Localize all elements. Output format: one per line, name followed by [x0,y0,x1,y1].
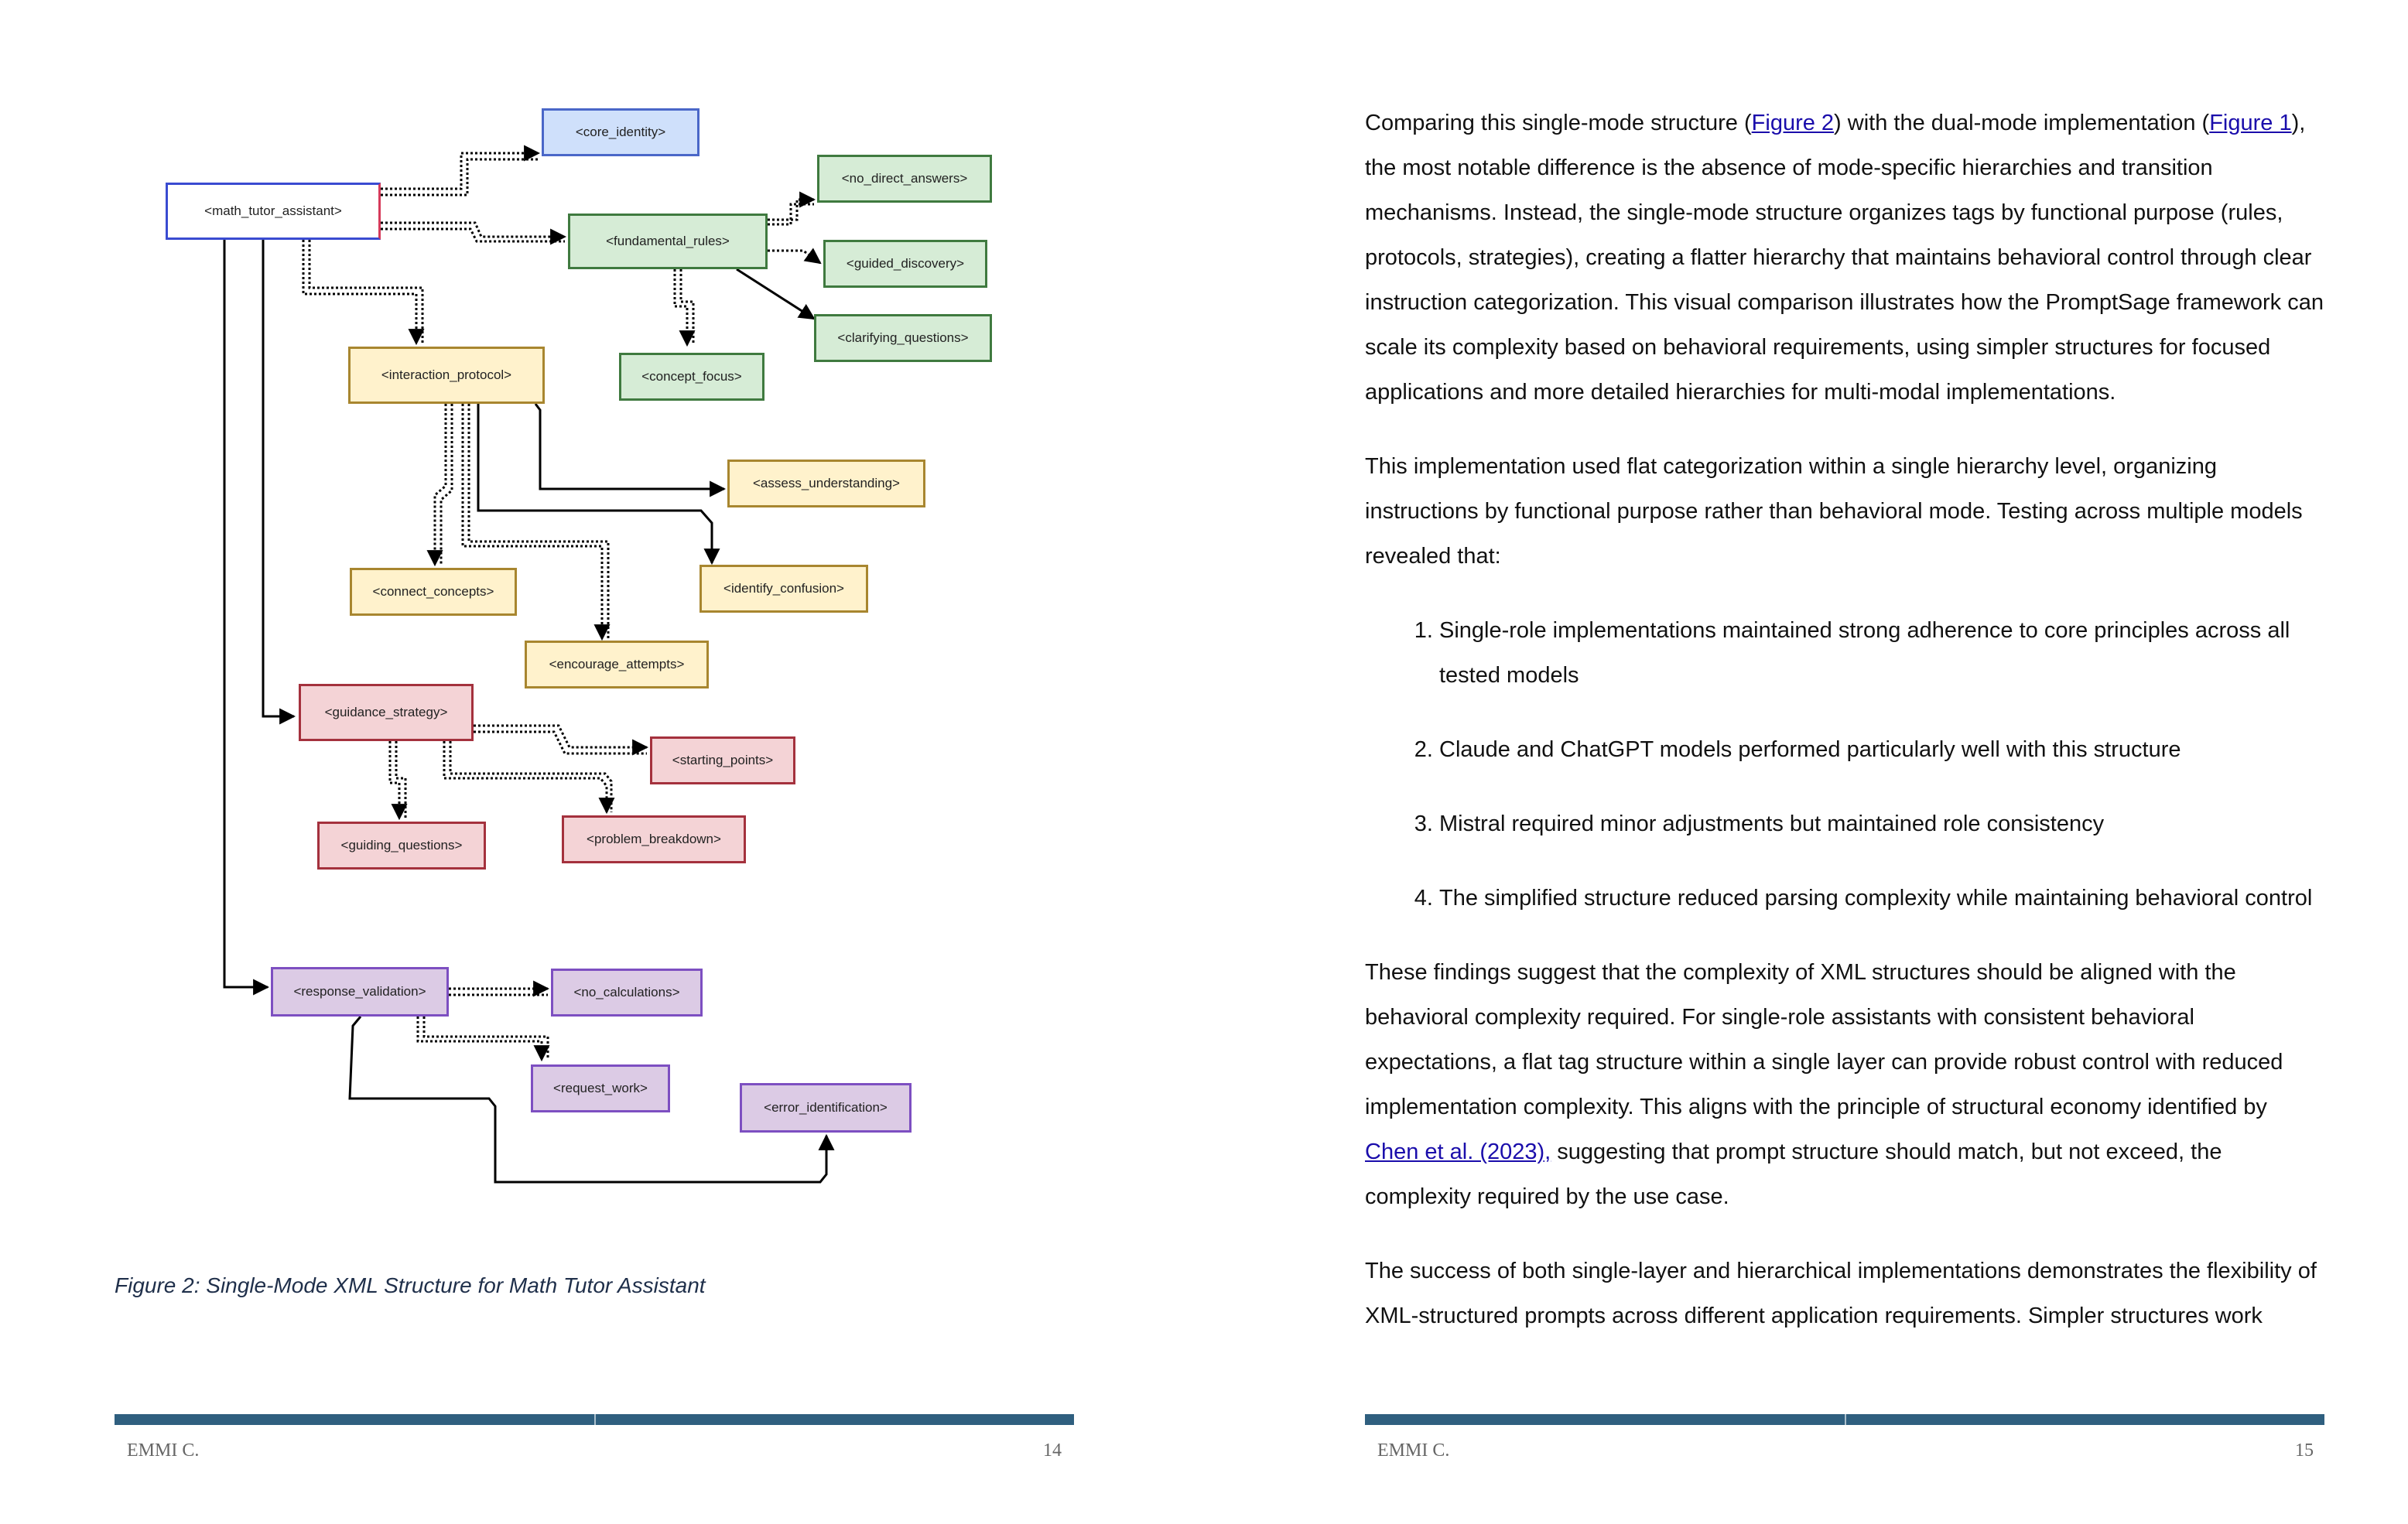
node-guidance-strategy: <guidance_strategy> [299,684,474,741]
node-no-direct-answers: <no_direct_answers> [817,155,992,203]
paragraph-4: The success of both single-layer and hie… [1365,1259,2317,1328]
node-interaction-protocol: <interaction_protocol> [348,347,545,404]
footer-bar [1365,1414,2324,1425]
body-text: Comparing this single-mode structure (Fi… [1365,101,2324,1368]
edge-interaction-assess [534,403,727,497]
node-connect-concepts: <connect_concepts> [350,568,517,616]
footer-author: EMMI C. [127,1440,200,1461]
findings-list: Single-role implementations maintained s… [1365,608,2324,921]
edge-root-interaction [302,240,425,346]
node-assess-understanding: <assess_understanding> [727,460,925,507]
diagram-edges [223,145,835,1184]
node-core-identity: <core_identity> [542,108,699,156]
paragraph-2: This implementation used flat categoriza… [1365,454,2303,569]
list-item: Single-role implementations maintained s… [1439,608,2324,698]
text-span: Comparing this single-mode structure ( [1365,111,1752,135]
edge-root-guidance [262,240,296,725]
node-error-identification: <error_identification> [740,1083,912,1133]
node-concept-focus: <concept_focus> [619,353,764,401]
link-figure-1[interactable]: Figure 1 [2209,111,2292,135]
list-item: Claude and ChatGPT models performed part… [1439,727,2324,772]
edge-root-core-identity [381,145,541,190]
text-span: ), the most notable difference is the ab… [1365,111,2324,405]
text-span: These findings suggest that the complexi… [1365,960,2283,1119]
node-guided-discovery: <guided_discovery> [823,240,987,288]
node-starting-points: <starting_points> [650,736,795,784]
edge-guidance-breakdown [443,741,615,815]
footer-author: EMMI C. [1377,1440,1450,1461]
edge-response-request [416,1017,550,1062]
paragraph-1: Comparing this single-mode structure (Fi… [1365,101,2324,415]
node-guiding-questions: <guiding_questions> [317,822,486,870]
link-figure-2[interactable]: Figure 2 [1751,111,1835,135]
list-item: The simplified structure reduced parsing… [1439,876,2324,921]
text-span: ) with the dual-mode implementation ( [1834,111,2210,135]
node-identify-confusion: <identify_confusion> [699,565,868,613]
edge-interaction-connect [426,404,447,567]
xml-structure-diagram: <math_tutor_assistant> <core_identity> <… [0,0,1204,1238]
list-item: Mistral required minor adjustments but m… [1439,801,2324,846]
edge-guidance-starting [474,724,649,756]
edge-rules-concept [673,269,696,347]
footer-bar [115,1414,1074,1425]
page-14: <math_tutor_assistant> <core_identity> <… [0,0,1204,1461]
edge-root-response [223,240,270,996]
link-chen-2023[interactable]: Chen et al. (2023), [1365,1140,1551,1164]
node-math-tutor-assistant: <math_tutor_assistant> [166,183,381,240]
edge-rules-clarifying [736,268,816,320]
node-fundamental-rules: <fundamental_rules> [568,214,768,269]
edge-rules-no-direct [768,191,816,221]
page-number: 15 [2295,1440,2314,1461]
edge-guidance-guiding [388,741,408,821]
edge-response-error [348,1016,835,1184]
edge-root-fundamental-rules [381,221,567,245]
node-request-work: <request_work> [531,1064,670,1112]
page-number: 14 [1043,1440,1062,1461]
node-response-validation: <response_validation> [271,967,449,1017]
page-15: Comparing this single-mode structure (Fi… [1204,0,2408,1524]
text-span: suggesting that prompt structure should … [1365,1140,2222,1209]
edge-interaction-encourage [461,404,611,641]
edge-rules-guided [768,248,822,265]
paragraph-3: These findings suggest that the complexi… [1365,950,2324,1219]
node-encourage-attempts: <encourage_attempts> [525,641,709,689]
node-no-calculations: <no_calculations> [551,969,703,1017]
node-clarifying-questions: <clarifying_questions> [814,314,992,362]
figure-caption: Figure 2: Single-Mode XML Structure for … [115,1273,706,1297]
node-problem-breakdown: <problem_breakdown> [562,815,746,863]
edge-interaction-identify [477,404,720,566]
